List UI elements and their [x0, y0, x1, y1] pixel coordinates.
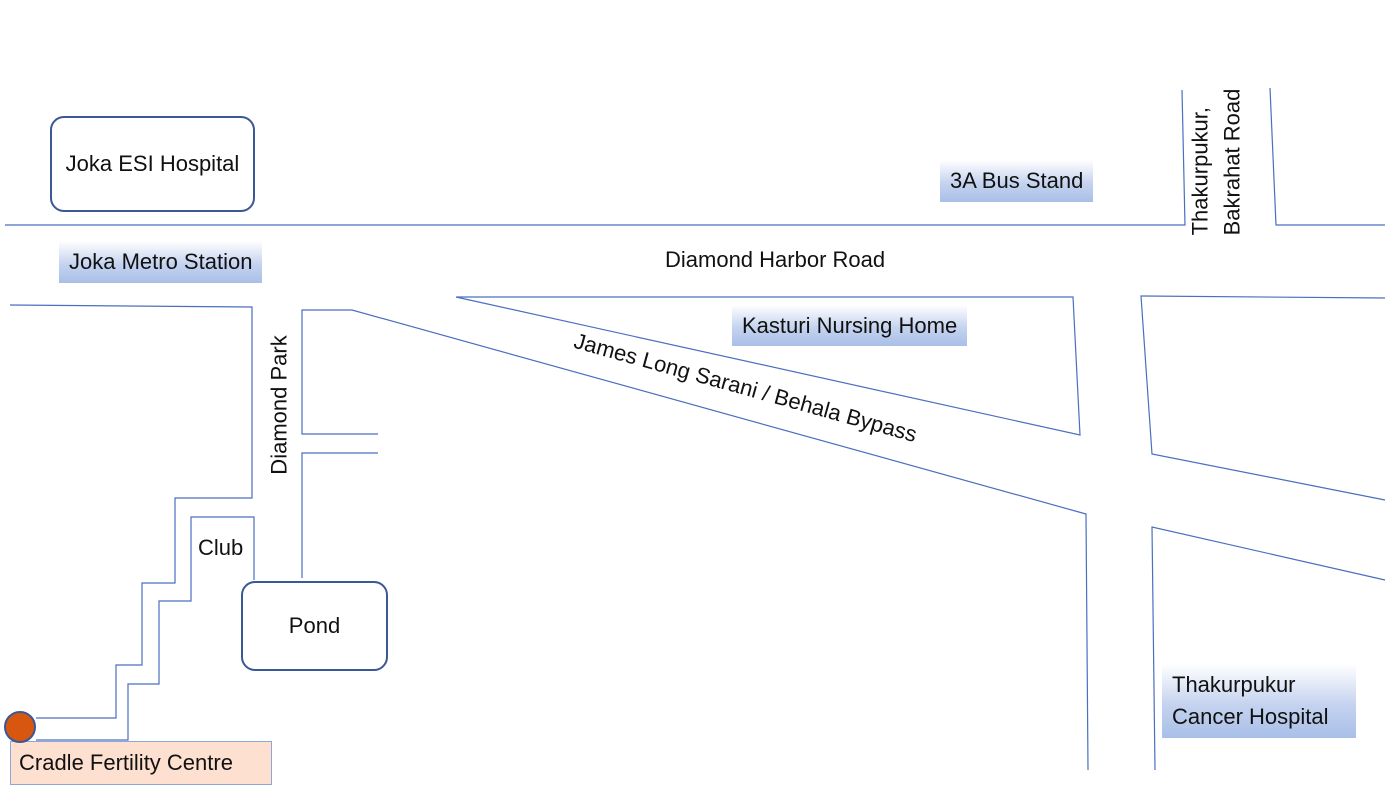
east-block-south [1151, 526, 1386, 771]
walking-path [36, 516, 255, 741]
bakrahat-road-label-line2: Bakrahat Road [1219, 88, 1245, 236]
diamond-harbor-road-label: Diamond Harbor Road [665, 247, 886, 272]
cancer-hospital-label-line1: Thakurpukur [1172, 672, 1296, 697]
diamond-harbor-road-south-edge-west [9, 304, 253, 719]
diamond-park-lane-east [301, 309, 1089, 771]
pond-label: Pond [288, 613, 341, 638]
diamond-harbor-road-north-edge-east [1269, 87, 1385, 226]
bakrahat-road-label: Thakurpukur, Bakrahat Road [1184, 89, 1248, 236]
diamond-park-label: Diamond Park [266, 335, 292, 475]
bakrahat-road-label-line1: Thakurpukur, [1187, 106, 1213, 236]
kasturi-nursing-home: Kasturi Nursing Home [732, 305, 968, 346]
cancer-hospital-label-line2: Cancer Hospital [1172, 704, 1329, 729]
bus-stand-label: 3A Bus Stand [950, 168, 1084, 193]
pond: Pond [241, 581, 388, 671]
diamond-park-lane-west [301, 452, 378, 578]
kasturi-nursing-home-label: Kasturi Nursing Home [742, 312, 958, 338]
kasturi-block [455, 296, 1081, 436]
bus-stand: 3A Bus Stand [940, 160, 1094, 202]
joka-metro-station-label: Joka Metro Station [69, 249, 253, 274]
joka-metro-station: Joka Metro Station [59, 241, 263, 283]
east-block-north [1140, 295, 1386, 501]
cancer-hospital: Thakurpukur Cancer Hospital [1162, 664, 1356, 738]
location-pin-icon[interactable] [4, 711, 36, 743]
club-label: Club [198, 535, 244, 560]
cradle-fertility-centre[interactable]: Cradle Fertility Centre [10, 741, 272, 785]
joka-esi-hospital: Joka ESI Hospital [50, 116, 255, 212]
diamond-harbor-road-north-edge [5, 89, 1186, 226]
cradle-fertility-centre-label: Cradle Fertility Centre [19, 750, 233, 775]
joka-esi-hospital-label: Joka ESI Hospital [65, 151, 240, 176]
